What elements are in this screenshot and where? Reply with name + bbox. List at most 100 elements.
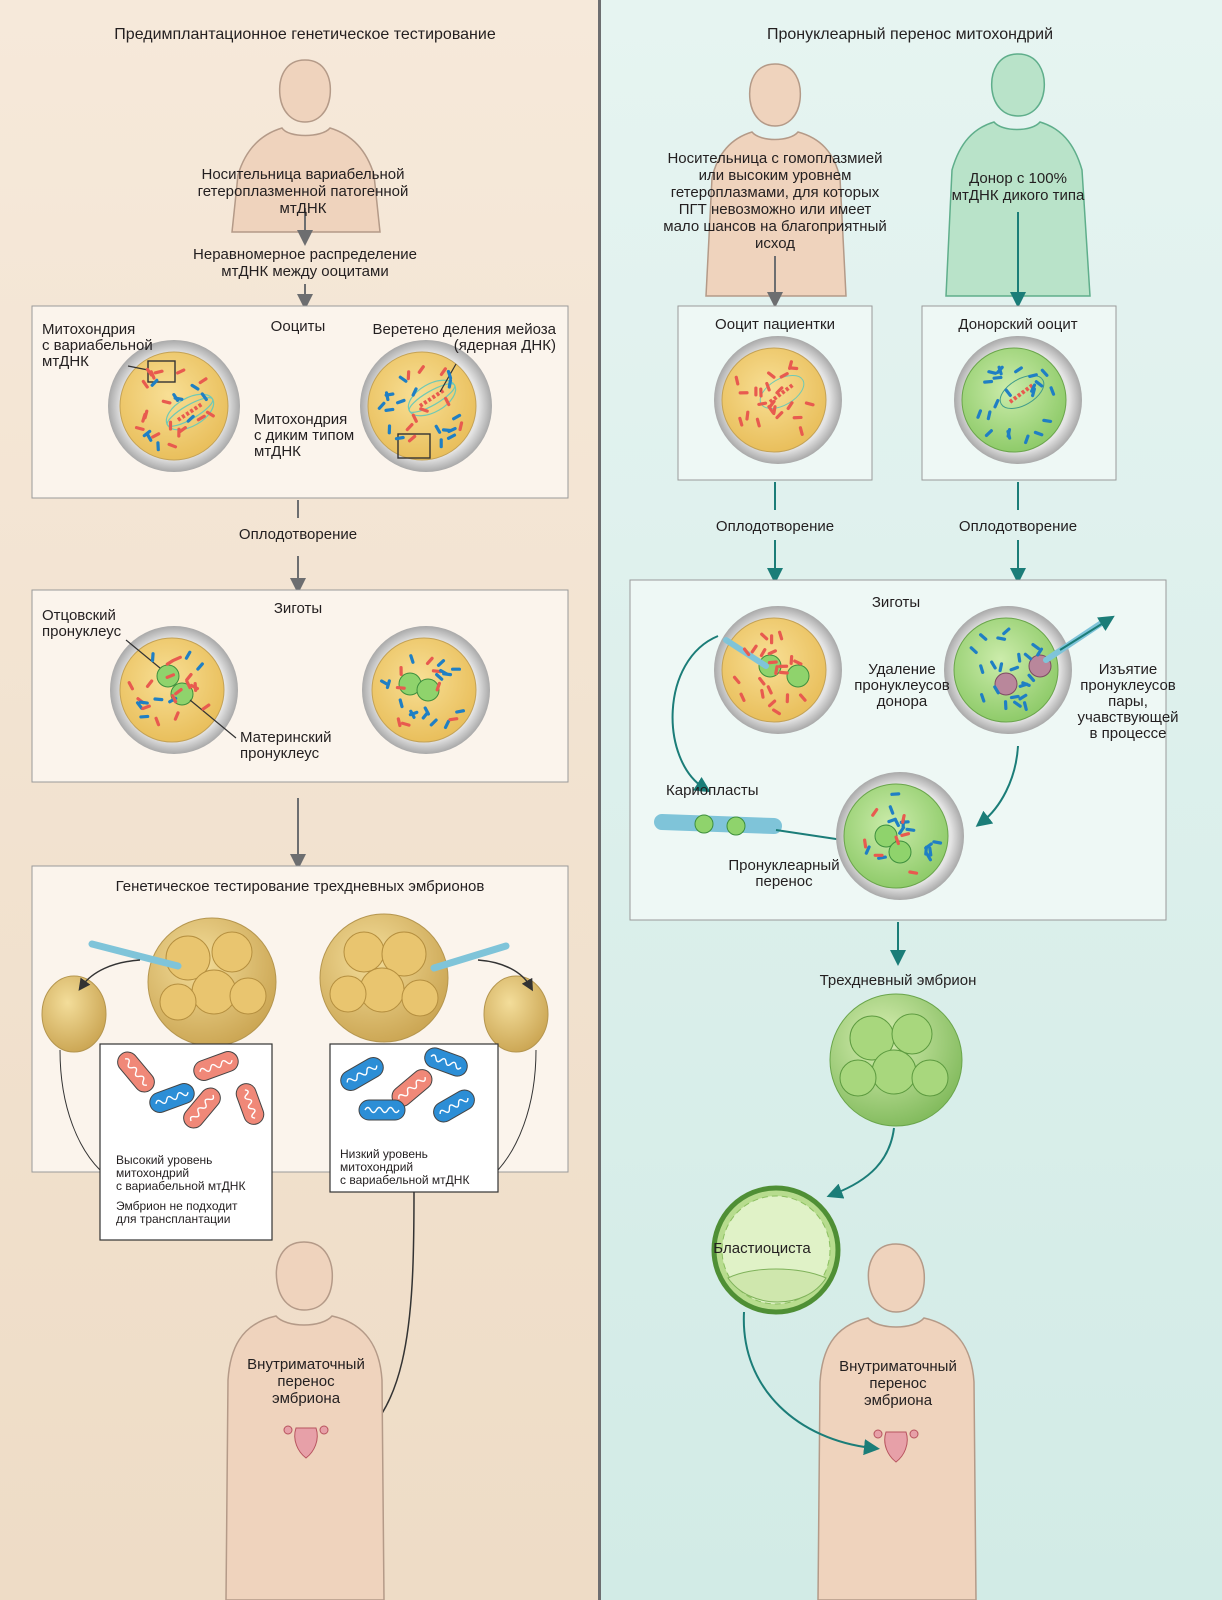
mitochondrion bbox=[127, 681, 134, 691]
mitochondrion bbox=[1028, 373, 1038, 379]
mitochondrion bbox=[1023, 652, 1033, 661]
mitochondrion bbox=[1021, 681, 1031, 687]
karyoplasts-label: Кариопласты bbox=[666, 782, 759, 799]
mitochondrion bbox=[793, 659, 803, 666]
mitochondrion bbox=[134, 426, 145, 431]
mitochondrion bbox=[888, 805, 895, 815]
high-level-label: Высокий уровень митохондрий с вариабельн… bbox=[116, 1153, 246, 1193]
mitochondrion bbox=[434, 424, 442, 434]
mitochondrion bbox=[890, 792, 901, 796]
mitochondrion bbox=[996, 365, 1004, 375]
mitochondrion bbox=[993, 398, 1000, 409]
mitochondrion bbox=[778, 630, 784, 641]
oocytes-label: Ооциты bbox=[270, 318, 326, 335]
mitochondrion bbox=[1031, 387, 1036, 398]
mitochondrion bbox=[184, 650, 192, 660]
testing-title: Генетическое тестирование трехдневных эм… bbox=[115, 878, 485, 895]
mitochondrion bbox=[145, 432, 153, 442]
mitochondrion bbox=[436, 659, 446, 667]
mitochondrion bbox=[153, 369, 164, 375]
mitochondrion bbox=[141, 704, 151, 711]
mitochondrion bbox=[196, 414, 206, 422]
mitochondrion bbox=[452, 413, 462, 421]
mitochondrion bbox=[759, 648, 767, 658]
mitochondrion bbox=[986, 410, 992, 421]
woman-patient-icon bbox=[705, 63, 847, 297]
mitochondrion bbox=[425, 656, 434, 666]
mitochondrion bbox=[983, 379, 994, 384]
mitochondrion bbox=[408, 710, 419, 717]
mitochondrion bbox=[1006, 429, 1012, 440]
mitochondrion bbox=[419, 407, 429, 413]
mitochondrion bbox=[145, 679, 154, 688]
mitochondrion bbox=[738, 416, 744, 427]
mitochondrion bbox=[739, 692, 746, 702]
mitochondrion bbox=[732, 675, 741, 685]
mitochondrion bbox=[186, 414, 195, 423]
left-transfer-label: Внутриматочный перенос эмбриона bbox=[247, 1356, 365, 1407]
right-transfer-label: Внутриматочный перенос эмбриона bbox=[839, 1358, 957, 1409]
donor-label: Донор с 100% мтДНК дикого типа bbox=[951, 170, 1085, 204]
spindle-label: Веретено деления мейоза (ядерная ДНК) bbox=[372, 321, 556, 354]
mitochondrion bbox=[760, 688, 765, 699]
mitochondrion bbox=[1013, 700, 1022, 708]
karyoplasts-pipette bbox=[654, 814, 782, 834]
mitochondrion bbox=[969, 646, 978, 655]
paternal-pronucleus-label: Отцовский пронуклеус bbox=[42, 607, 122, 640]
mitochondrion bbox=[979, 664, 985, 674]
uterus-icon-right bbox=[873, 1429, 919, 1463]
leader-result-left bbox=[59, 1049, 101, 1171]
day3-embryo-right bbox=[829, 993, 963, 1127]
left-fertilization-label: Оплодотворение bbox=[238, 526, 358, 543]
biopsy-pipette-left bbox=[88, 940, 182, 970]
leader-paternal bbox=[125, 639, 161, 669]
mitochondrion bbox=[778, 664, 789, 668]
donor-oocyte-label: Донорский ооцит bbox=[958, 316, 1078, 333]
mitochondrion bbox=[774, 665, 779, 676]
donor-fertilization-label: Оплодотворение bbox=[958, 518, 1078, 535]
mitochondrion bbox=[1049, 386, 1056, 396]
mitochondrion bbox=[417, 365, 425, 374]
mitochondrion bbox=[165, 658, 175, 666]
mitochondrion bbox=[150, 652, 155, 663]
mitochondrion bbox=[1033, 430, 1044, 437]
mitochondrion bbox=[411, 413, 418, 423]
mitochondrion-large bbox=[424, 1047, 468, 1077]
panel-divider bbox=[598, 0, 601, 1600]
leader-maternal bbox=[189, 699, 237, 739]
mitochondrion bbox=[172, 655, 182, 662]
right-title: Пронуклеарный перенос митохондрий bbox=[766, 26, 1054, 43]
mitochondrion bbox=[185, 679, 192, 690]
mitochondrion bbox=[984, 429, 993, 438]
mitochondrion bbox=[990, 660, 997, 670]
mitochondrion bbox=[394, 435, 405, 441]
mitochondrion bbox=[767, 371, 776, 379]
embryo-day3-right bbox=[319, 913, 449, 1043]
donor-oocyte bbox=[954, 336, 1082, 464]
mitochondrion bbox=[775, 386, 784, 395]
mito-variable-label: Митохондрия с вариабельной мтДНК bbox=[42, 321, 153, 370]
mitochondrion bbox=[151, 432, 161, 439]
mitochondrion bbox=[444, 396, 451, 407]
mitochondrion bbox=[399, 666, 403, 676]
mitochondrion-large bbox=[183, 1087, 221, 1129]
mitochondrion bbox=[138, 700, 149, 705]
mitochondrion bbox=[406, 370, 411, 381]
mitochondrion bbox=[387, 424, 392, 435]
oocyte-wild bbox=[360, 340, 492, 472]
embryo-day3-left bbox=[147, 917, 277, 1047]
woman-donor-icon bbox=[945, 53, 1091, 297]
mitochondrion bbox=[435, 681, 442, 692]
mitochondrion bbox=[168, 420, 173, 431]
mitochondrion bbox=[765, 381, 771, 392]
mitochondrion bbox=[447, 378, 453, 389]
mitochondrion bbox=[1042, 418, 1053, 424]
mitochondrion bbox=[411, 387, 418, 397]
mitochondrion bbox=[798, 693, 807, 702]
mitochondrion bbox=[745, 410, 750, 421]
mitochondrion bbox=[429, 718, 438, 727]
mitochondrion bbox=[193, 682, 198, 692]
mitochondrion bbox=[1024, 434, 1030, 445]
mitochondrion bbox=[139, 714, 150, 719]
mitochondrion bbox=[141, 412, 147, 423]
